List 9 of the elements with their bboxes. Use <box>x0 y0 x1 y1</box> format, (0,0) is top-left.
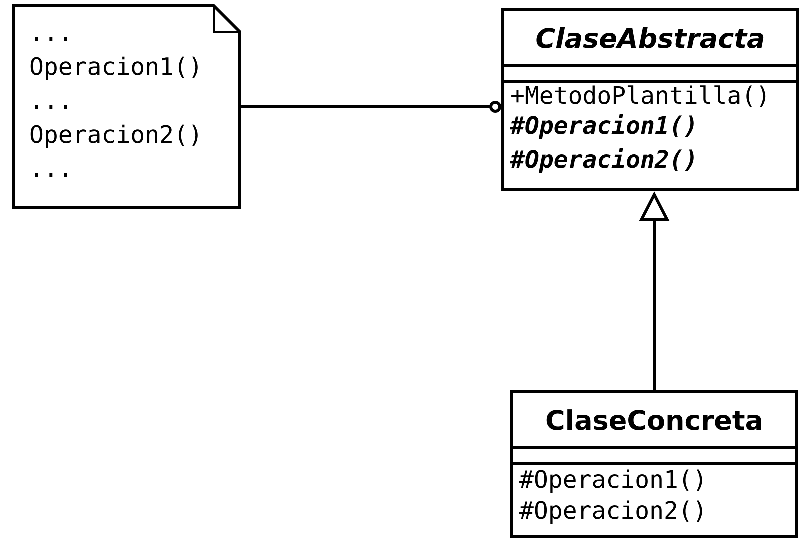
connector-line <box>242 101 502 113</box>
operation-text: #Operacion2() <box>520 500 702 524</box>
note-text: ... Operacion1() ... Operacion2() ... <box>30 38 198 178</box>
class-name: ClaseConcreta <box>546 410 762 430</box>
class-name: ClaseAbstracta <box>536 28 764 48</box>
operation-text: #Operacion1() <box>520 470 702 493</box>
operation-text: #Operacion2() <box>510 148 694 173</box>
operation-text: #Operacion1() <box>510 114 694 139</box>
operation-text: +MetodoPlantilla() <box>512 86 766 108</box>
